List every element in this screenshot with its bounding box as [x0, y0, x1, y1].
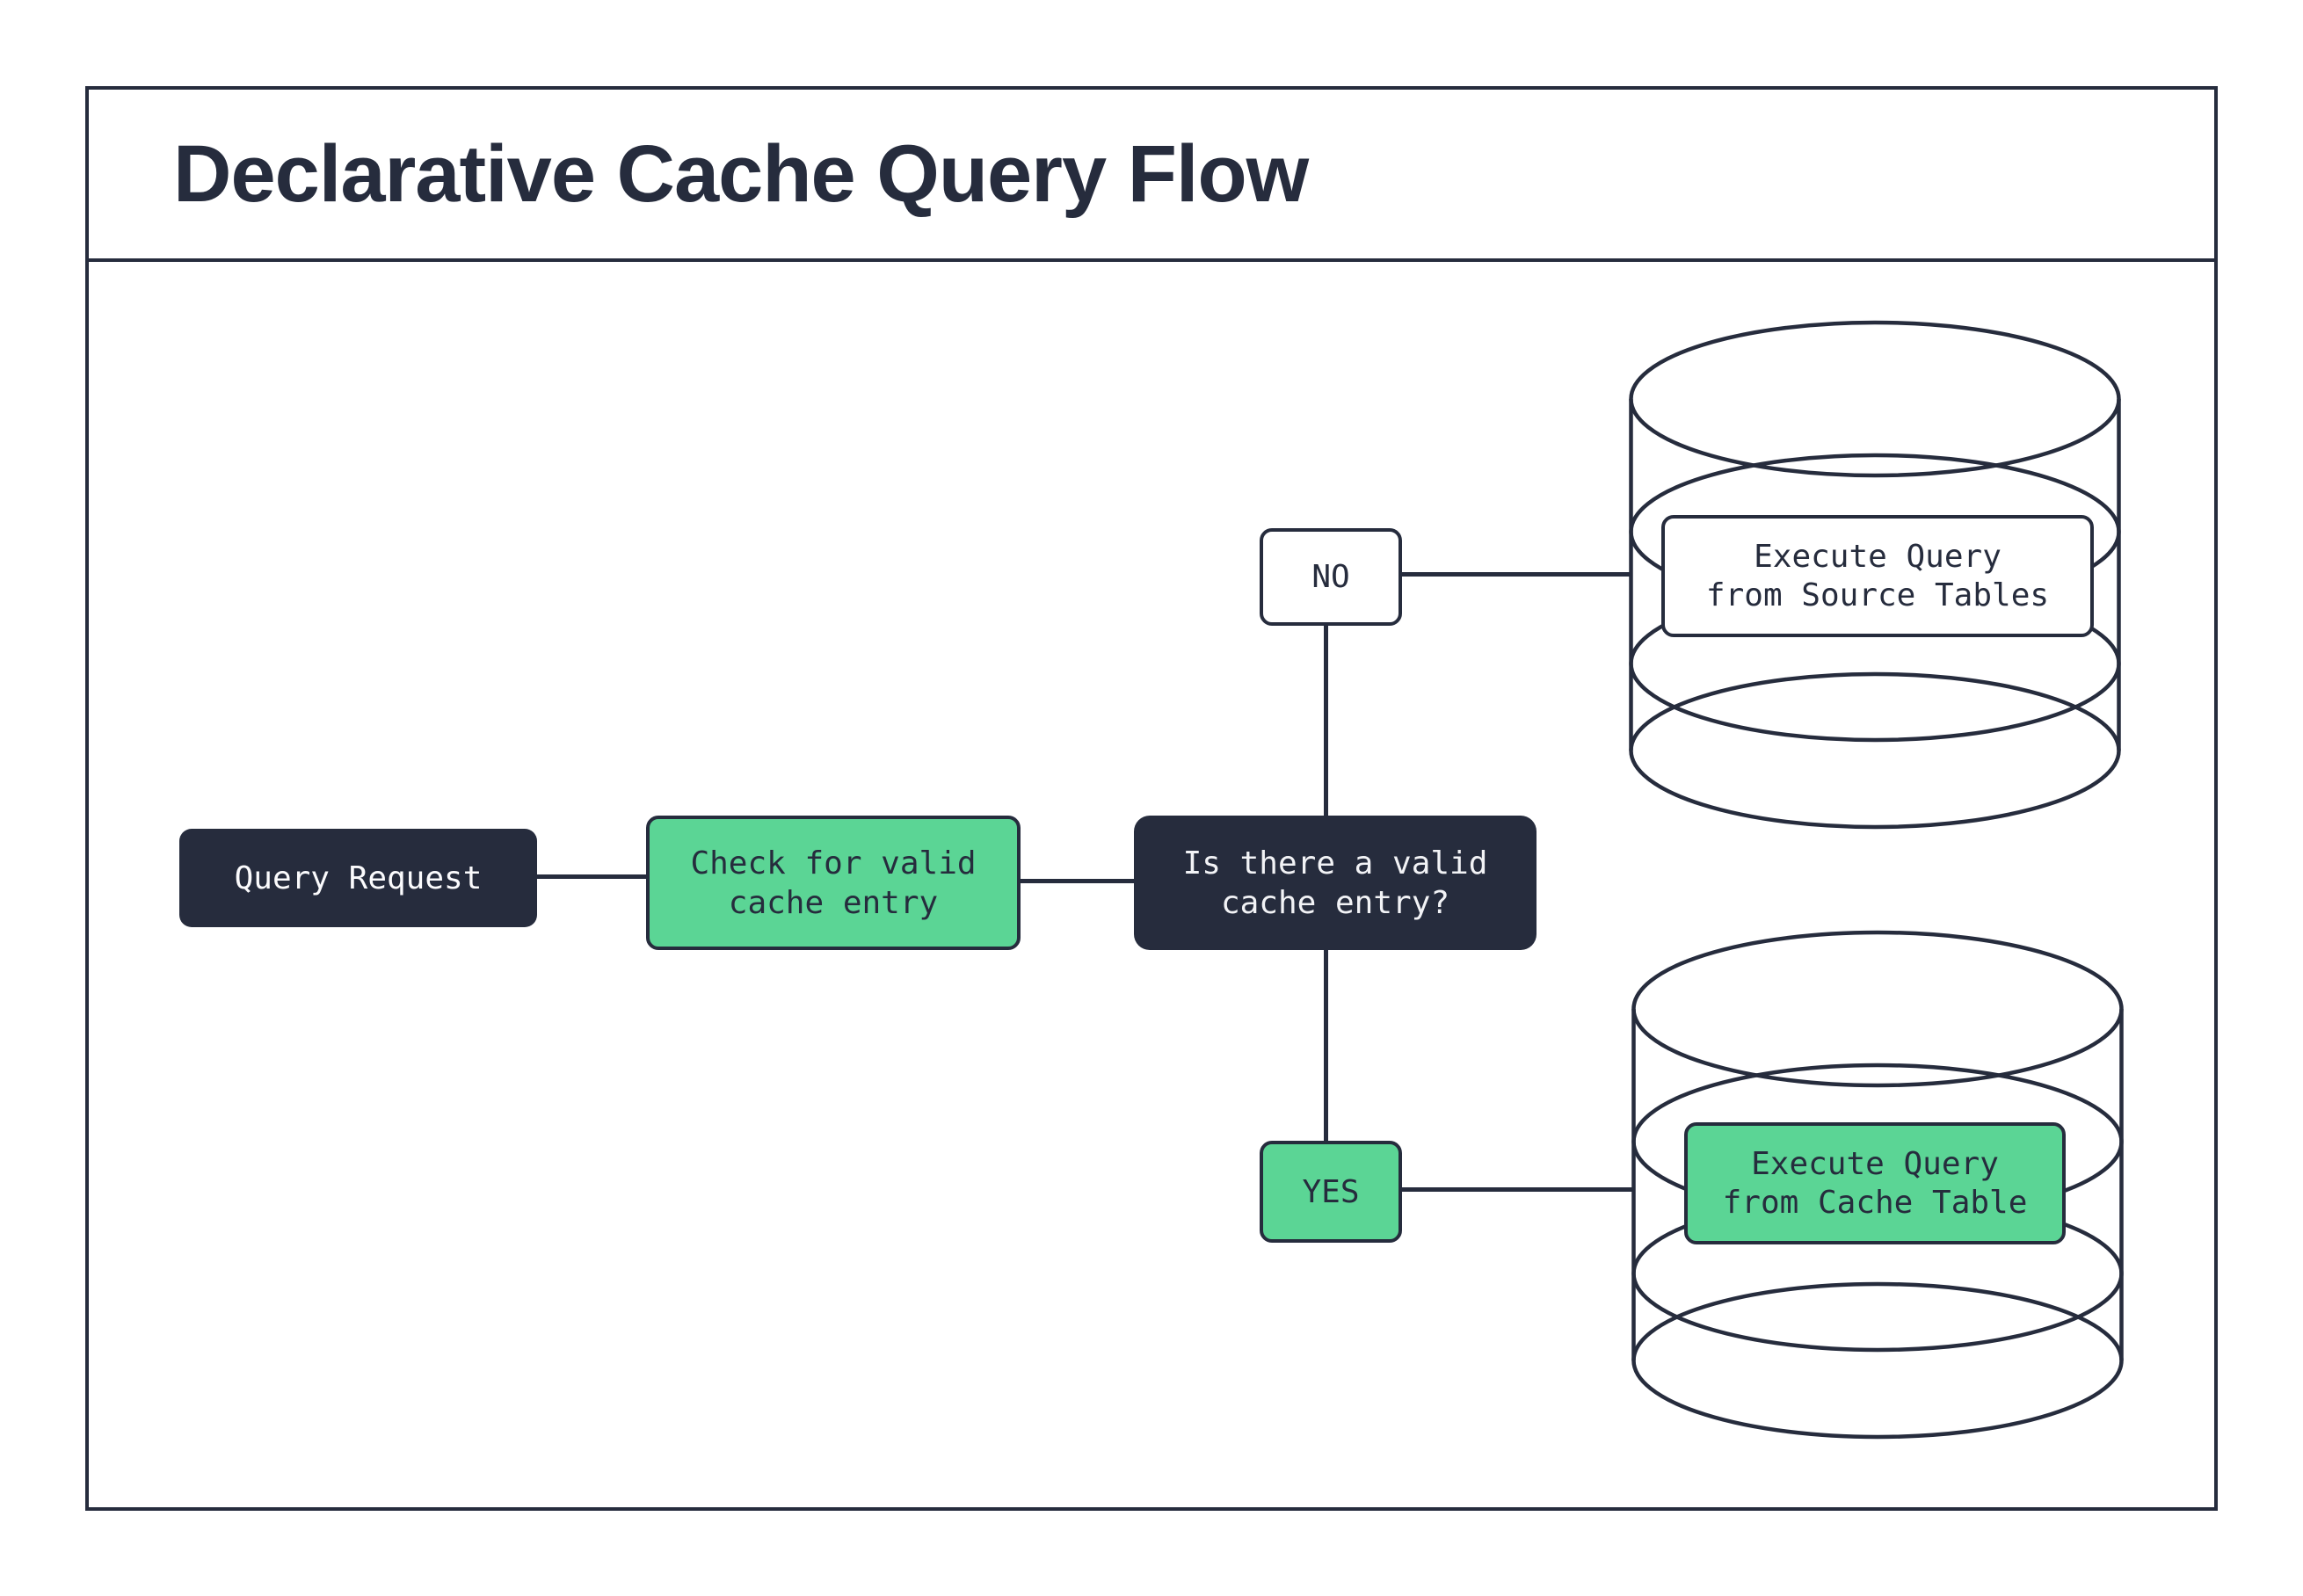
connector-check-to-decision [1019, 879, 1136, 883]
node-decision: Is there a valid cache entry? [1134, 816, 1537, 950]
node-execute-source: Execute Query from Source Tables [1661, 515, 2094, 637]
node-decision-line1: Is there a valid [1182, 845, 1488, 881]
title-bar: Declarative Cache Query Flow [85, 86, 2218, 262]
node-execute-cache-line1: Execute Query [1751, 1145, 1999, 1182]
connector-query-to-check [537, 874, 648, 879]
connector-decision-to-no [1324, 622, 1328, 819]
node-check-cache-line1: Check for valid [690, 845, 977, 881]
node-execute-cache: Execute Query from Cache Table [1684, 1122, 2066, 1244]
node-query-request-label: Query Request [234, 860, 483, 896]
connector-yes-to-cache-db [1400, 1187, 1634, 1192]
node-query-request: Query Request [179, 829, 537, 927]
connector-no-to-source-db [1400, 572, 1632, 577]
node-branch-no-label: NO [1311, 559, 1350, 595]
node-execute-cache-line2: from Cache Table [1722, 1184, 2028, 1221]
cache-database-cylinder-icon [1631, 930, 2124, 1440]
node-decision-line2: cache entry? [1220, 884, 1450, 921]
node-check-cache-line2: cache entry [728, 884, 939, 921]
node-check-cache: Check for valid cache entry [646, 816, 1021, 950]
node-branch-yes: YES [1260, 1141, 1402, 1243]
node-branch-yes-label: YES [1302, 1173, 1360, 1210]
page-title: Declarative Cache Query Flow [173, 128, 1309, 219]
connector-decision-to-yes [1324, 947, 1328, 1144]
node-execute-source-line1: Execute Query [1754, 538, 2002, 575]
node-branch-no: NO [1260, 528, 1402, 626]
node-execute-source-line2: from Source Tables [1705, 577, 2050, 613]
